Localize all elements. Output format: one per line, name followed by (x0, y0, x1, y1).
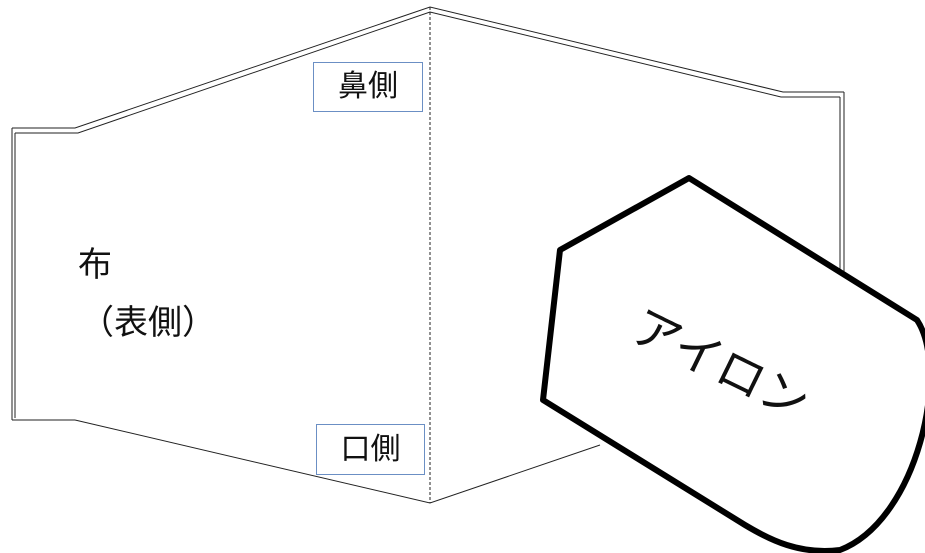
mask-left-edge (11, 128, 16, 420)
nose-side-text: 鼻側 (338, 69, 398, 104)
cloth-label: 布 (78, 245, 112, 285)
cloth-side-label: （表側） (80, 303, 216, 343)
mask-right-edge (839, 92, 845, 280)
mask-top-outline (12, 6, 844, 134)
nose-side-label: 鼻側 (313, 62, 423, 112)
iron-shape (540, 175, 925, 553)
mouth-side-label: 口側 (316, 424, 425, 475)
mouth-side-text: 口側 (340, 431, 401, 467)
